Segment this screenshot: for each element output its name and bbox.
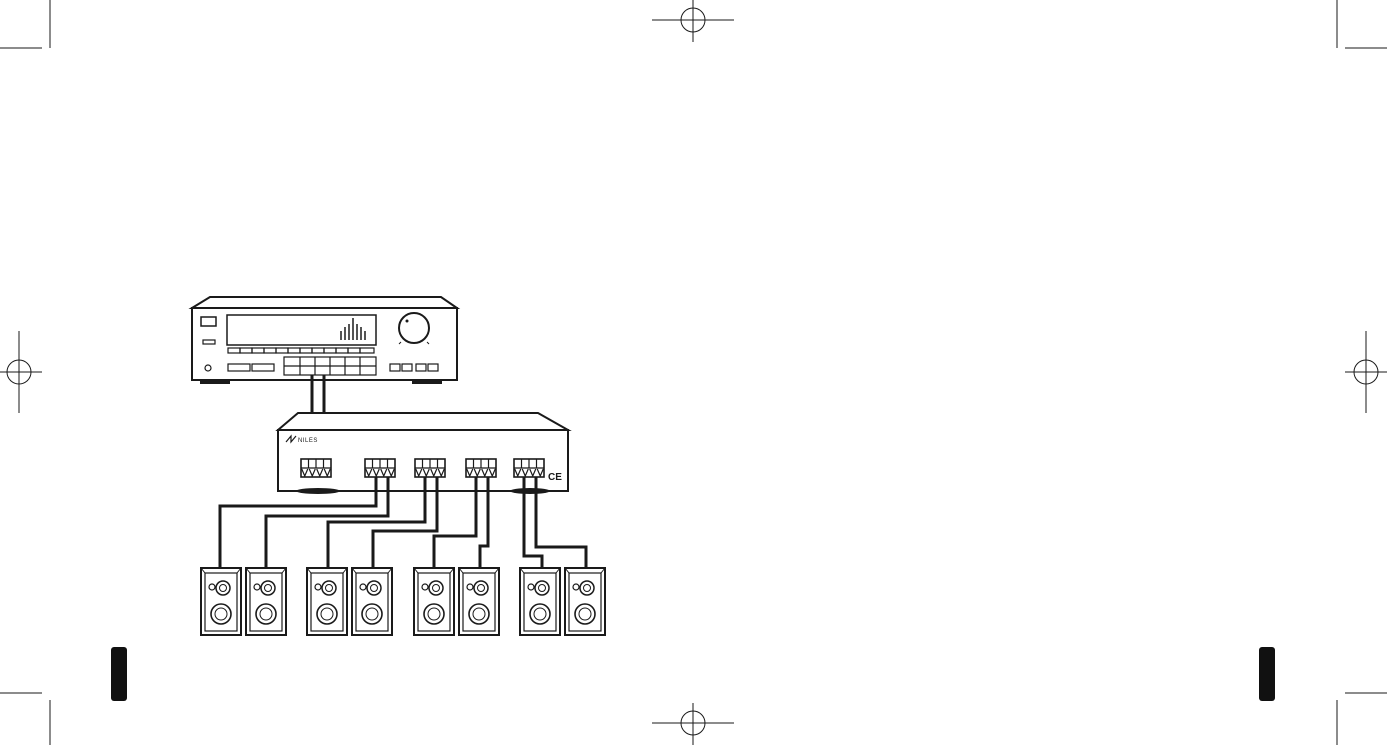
speaker-8 <box>565 568 605 635</box>
thumb-tab-right <box>1259 647 1275 701</box>
zone2-terminal <box>415 459 445 477</box>
registration-mark-bottom <box>652 703 734 745</box>
input-terminal <box>301 459 331 477</box>
ce-mark: CE <box>548 472 562 483</box>
registration-mark-left <box>0 331 42 413</box>
stereo-receiver <box>192 297 457 384</box>
zone3-terminal <box>466 459 496 477</box>
speaker-4 <box>352 568 392 635</box>
thumb-tab-left <box>111 647 127 701</box>
registration-mark-top <box>652 0 734 42</box>
speaker-6 <box>459 568 499 635</box>
speaker-2 <box>246 568 286 635</box>
speaker-1 <box>201 568 241 635</box>
registration-mark-right <box>1345 331 1387 413</box>
input-ring <box>296 488 340 494</box>
speaker-array <box>201 568 605 635</box>
zone4-ring <box>510 488 550 494</box>
zone1-terminal <box>365 459 395 477</box>
zone4-terminal <box>514 459 544 477</box>
speaker-5 <box>414 568 454 635</box>
speaker-7 <box>520 568 560 635</box>
speaker-3 <box>307 568 347 635</box>
brand-label: NILES <box>298 438 318 444</box>
